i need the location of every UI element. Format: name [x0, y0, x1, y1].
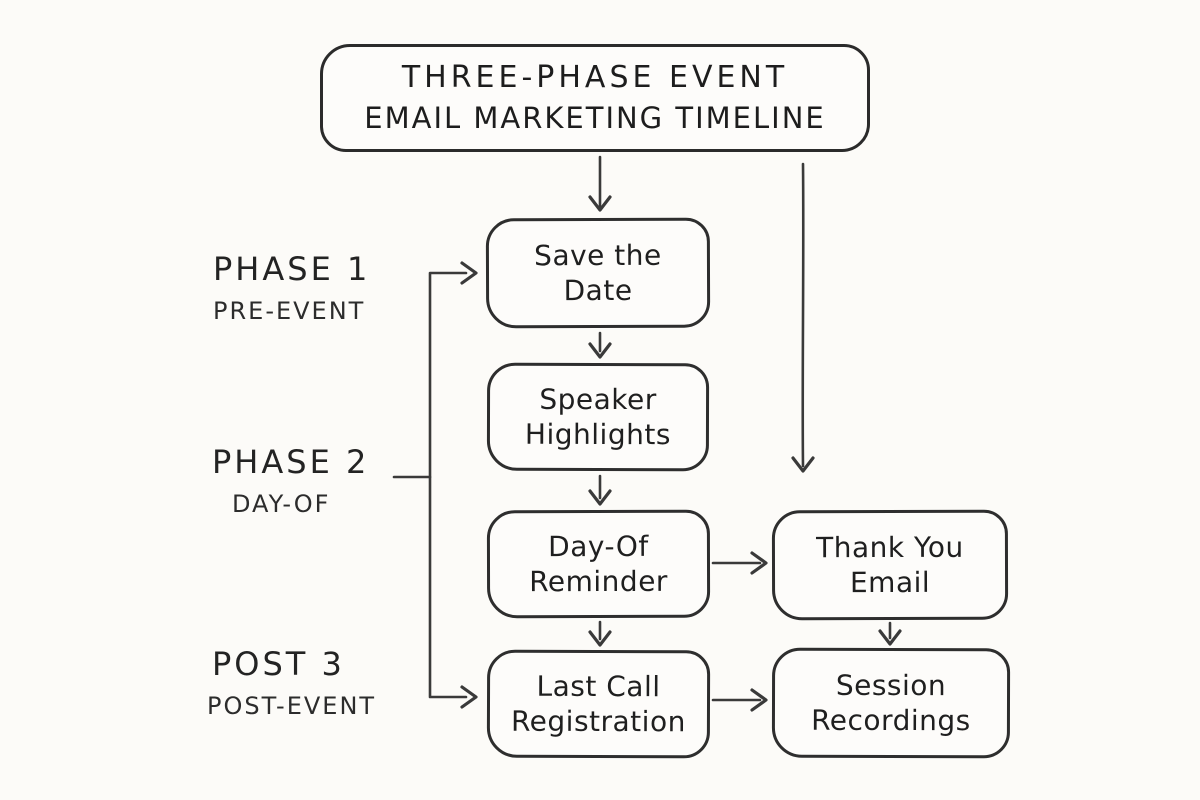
node-session-line-1: Session: [835, 668, 947, 703]
arrowhead-thankyou-to-session: [878, 629, 902, 646]
node-day-of-reminder: Day-Of Reminder: [486, 509, 711, 619]
node-dayof-line-2: Reminder: [529, 564, 668, 599]
phase-2-label: PHASE 2 DAY-OF: [212, 443, 369, 518]
phase-1-subtitle: PRE-EVENT: [213, 297, 366, 325]
arrowhead-dayof-to-thankyou: [750, 551, 768, 575]
arrowhead-post-to-lastcall: [460, 685, 478, 709]
title-line-1: THREE-PHASE EVENT: [401, 60, 789, 96]
node-speaker-highlights: Speaker Highlights: [486, 362, 710, 472]
node-session-recordings: Session Recordings: [771, 647, 1011, 759]
phase-3-name: POST 3: [212, 645, 345, 683]
node-save-line-2: Date: [563, 273, 633, 308]
arrowhead-title-to-save: [588, 195, 612, 212]
arrowhead-phase1-to-save: [460, 261, 478, 285]
phase-3-label: POST 3 POST-EVENT: [207, 645, 376, 720]
arrowhead-title-to-thankyou: [791, 456, 815, 473]
node-speaker-line-2: Highlights: [524, 417, 671, 452]
arrowhead-lastcall-to-session: [750, 688, 768, 712]
node-thankyou-line-1: Thank You: [816, 530, 964, 565]
title-line-2: EMAIL MARKETING TIMELINE: [364, 100, 826, 135]
node-session-line-2: Recordings: [811, 703, 971, 738]
title-box: THREE-PHASE EVENT EMAIL MARKETING TIMELI…: [320, 44, 870, 152]
arrow-title-to-thankyou: [801, 162, 805, 468]
phase-bracket-line: [428, 271, 468, 699]
node-dayof-line-1: Day-Of: [548, 529, 649, 564]
node-thankyou-line-2: Email: [849, 565, 931, 600]
phase-2-name: PHASE 2: [212, 443, 370, 481]
phase-1-name: PHASE 1: [213, 250, 371, 288]
phase-1-label: PHASE 1 PRE-EVENT: [213, 250, 370, 325]
phase-2-subtitle: DAY-OF: [232, 490, 331, 518]
node-save-the-date: Save the Date: [485, 217, 711, 329]
arrowhead-dayof-to-lastcall: [588, 630, 612, 647]
arrowhead-save-to-speaker: [588, 342, 612, 359]
node-last-call-registration: Last Call Registration: [486, 649, 711, 759]
node-save-line-1: Save the: [534, 238, 662, 273]
node-speaker-line-1: Speaker: [539, 382, 657, 417]
node-lastcall-line-1: Last Call: [536, 669, 661, 704]
node-lastcall-line-2: Registration: [510, 704, 686, 739]
phase-3-subtitle: POST-EVENT: [207, 692, 377, 720]
arrowhead-speaker-to-dayof: [588, 489, 612, 506]
node-thank-you-email: Thank You Email: [771, 509, 1009, 621]
